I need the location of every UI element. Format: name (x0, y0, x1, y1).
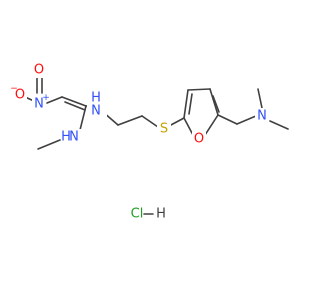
nitro-o-minus-charge: − (10, 84, 18, 94)
bond-c-c-double-1 (61, 96, 87, 107)
bond-ch2-ch2 (117, 115, 143, 126)
nitro-o-minus-label: O (15, 88, 25, 103)
bond-layer (24, 76, 289, 215)
bond-furan-c3-c4 (187, 88, 211, 91)
bond-c-c-double-2 (64, 101, 86, 111)
nitro-o-double-atom: O (32, 62, 46, 78)
structure-canvas: O − N + O H N N (10, 62, 289, 222)
bond-furan-o-c2 (204, 114, 219, 136)
amine-nh-chain-atom: H N (87, 91, 107, 119)
molecule-structure: O − N + O H N N (10, 62, 289, 222)
salt-cl-label: Cl (131, 207, 144, 222)
nitro-n-plus-atom: N + (32, 93, 50, 112)
bond-n-ch3-right (269, 120, 289, 130)
bond-furan-double-b (212, 95, 220, 113)
bond-c-nh-methyl (79, 105, 87, 131)
dimethylamino-n-atom: N (255, 108, 269, 124)
amine-nh-chain-label: N (91, 104, 101, 119)
sulfur-atom: S (157, 121, 171, 137)
nitro-n-plus-charge: + (42, 93, 50, 103)
bond-furan-c5-o (183, 117, 194, 136)
nitro-o-double-label: O (34, 63, 44, 78)
amine-nh-methyl-h: H (61, 130, 71, 145)
bond-nplus-c (46, 96, 63, 104)
sulfur-label: S (160, 122, 168, 137)
bond-furan-c4-c5 (183, 89, 189, 119)
bond-furan-c2-c3 (209, 88, 219, 116)
hcl-salt: Cl H (131, 207, 166, 222)
furan-oxygen-atom: O (192, 131, 206, 147)
salt-h-label: H (156, 207, 166, 222)
bond-furan-ch2 (217, 114, 238, 125)
nitro-n-plus-label: N (34, 97, 44, 112)
nitro-o-minus-atom: O − (10, 84, 27, 103)
amine-nh-methyl-label: N (69, 130, 79, 145)
dimethylamino-n-label: N (257, 109, 267, 124)
bond-ch2-n (236, 115, 257, 125)
bond-furan-double-a (188, 93, 193, 115)
bond-s-furan (168, 117, 185, 127)
furan-oxygen-label: O (194, 132, 204, 147)
atom-layer: O − N + O H N N (10, 62, 269, 222)
bond-nh-ch3 (37, 139, 61, 150)
amine-nh-methyl-atom: N H (61, 129, 87, 145)
amine-nh-chain-h: H (91, 91, 101, 106)
bond-ch2-s (141, 115, 159, 128)
bond-n-ch3-up (257, 88, 263, 109)
